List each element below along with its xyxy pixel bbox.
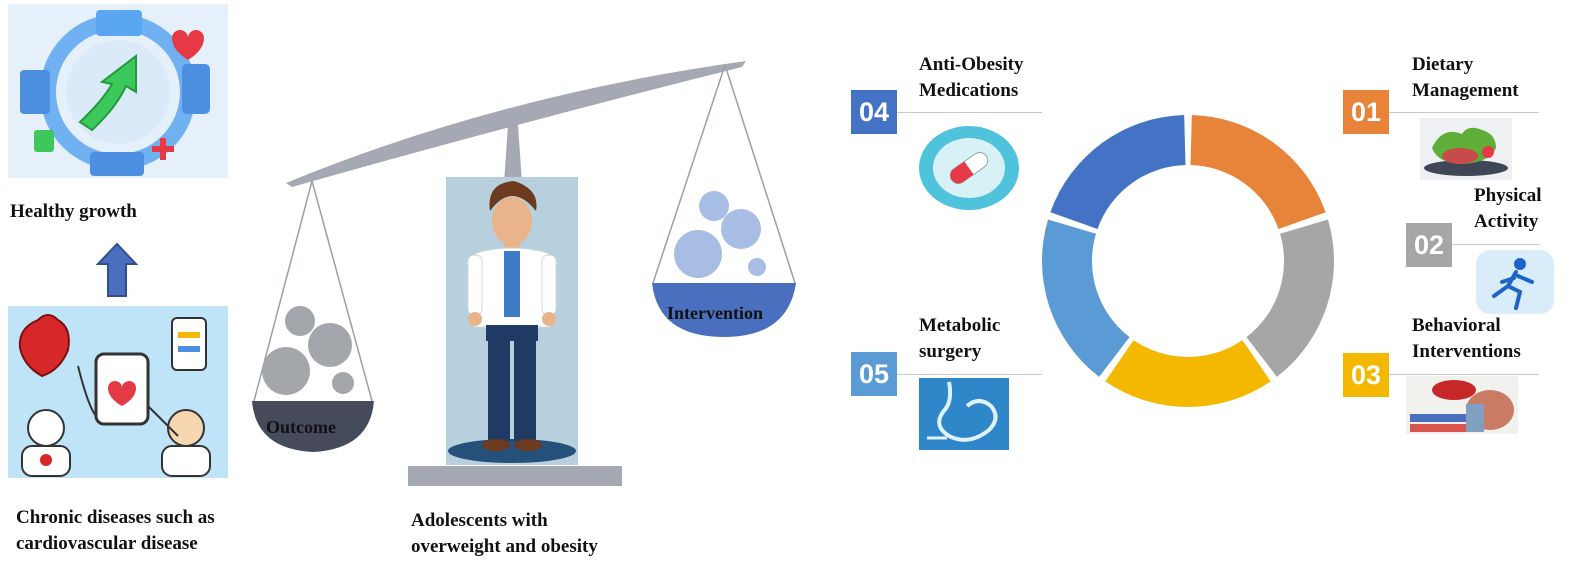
label-metabolic-surgery: Metabolic surgery bbox=[919, 315, 1001, 362]
divider-04 bbox=[897, 112, 1042, 113]
adolescents-label: Adolescents with overweight and obesity bbox=[411, 510, 598, 557]
number-badge-01: 01 bbox=[1343, 90, 1389, 134]
stomach-icon bbox=[919, 378, 1009, 455]
scale-base bbox=[408, 466, 622, 486]
intervention-donut bbox=[1042, 115, 1334, 407]
left-pan bbox=[252, 401, 374, 452]
brain-icon bbox=[1406, 376, 1518, 439]
label-anti-obesity-medications: Anti-Obesity Medications bbox=[919, 54, 1024, 101]
divider-05 bbox=[897, 374, 1042, 375]
food-icon bbox=[1420, 118, 1512, 185]
balance-scale: Outcome Intervention bbox=[252, 61, 796, 486]
divider-02 bbox=[1452, 244, 1540, 245]
left-pan-label: Outcome bbox=[266, 417, 336, 437]
right-pan bbox=[652, 283, 796, 337]
divider-03 bbox=[1389, 374, 1539, 375]
healthy-growth-label: Healthy growth bbox=[10, 201, 137, 222]
healthy-growth-illustration bbox=[8, 4, 228, 178]
donut-segment-physical-activity bbox=[1246, 219, 1334, 377]
divider-01 bbox=[1389, 112, 1539, 113]
donut-segment-anti-obesity bbox=[1050, 115, 1186, 229]
number-badge-03: 03 bbox=[1343, 353, 1389, 397]
number-badge-02: 02 bbox=[1406, 223, 1452, 267]
chronic-disease-illustration bbox=[8, 306, 228, 478]
donut-segment-behavioral bbox=[1105, 340, 1271, 407]
scale-beam bbox=[286, 61, 746, 187]
chronic-disease-label: Chronic diseases such as cardiovascular … bbox=[16, 507, 215, 554]
number-badge-04: 04 bbox=[851, 90, 897, 134]
running-icon bbox=[1476, 250, 1554, 319]
scale-pole bbox=[504, 125, 522, 183]
pill-icon bbox=[918, 125, 1020, 216]
number-badge-05: 05 bbox=[851, 352, 897, 396]
adolescent-figure bbox=[446, 177, 578, 465]
right-pan-label: Intervention bbox=[667, 303, 763, 323]
donut-segment-metabolic-surgery bbox=[1042, 219, 1130, 377]
donut-segment-dietary bbox=[1190, 115, 1326, 229]
label-physical-activity: Physical Activity bbox=[1474, 185, 1542, 232]
label-dietary-management: Dietary Management bbox=[1412, 54, 1519, 101]
up-arrow-icon bbox=[95, 242, 139, 303]
label-behavioral-interventions: Behavioral Interventions bbox=[1412, 315, 1521, 362]
